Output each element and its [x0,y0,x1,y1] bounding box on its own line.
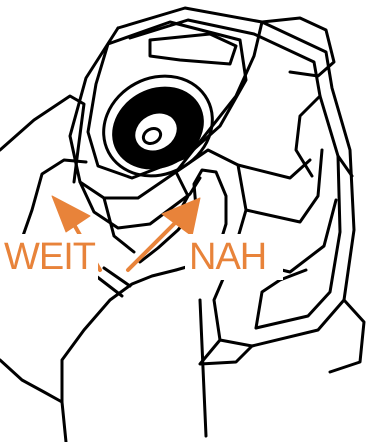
lens-ring-icon [86,57,230,194]
far-label: WEIT [0,234,98,280]
camera-body-icon [118,8,364,372]
near-label: NAH [185,234,283,280]
